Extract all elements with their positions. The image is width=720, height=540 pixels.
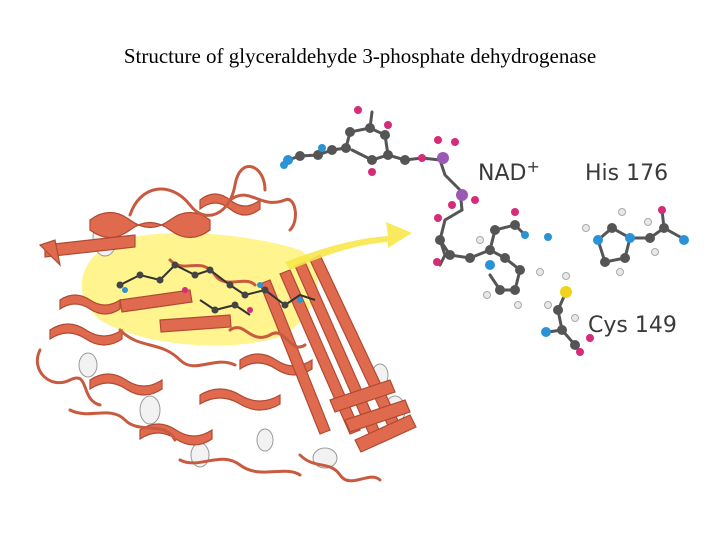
his-label: His 176 xyxy=(585,161,668,186)
slide-title: Structure of glyceraldehyde 3-phosphate … xyxy=(123,44,597,68)
cys-molecule xyxy=(541,272,594,356)
his-molecule xyxy=(582,206,689,276)
cys-label: Cys 149 xyxy=(588,313,677,338)
ribbons xyxy=(38,193,417,453)
nad-label: NAD+ xyxy=(478,157,540,186)
nad-molecule xyxy=(280,106,552,309)
loops xyxy=(35,165,382,483)
zoom-arrow xyxy=(285,222,412,270)
protein-structure xyxy=(35,165,417,483)
active-site-highlight xyxy=(81,232,318,346)
bound-nad-cluster xyxy=(116,261,316,316)
